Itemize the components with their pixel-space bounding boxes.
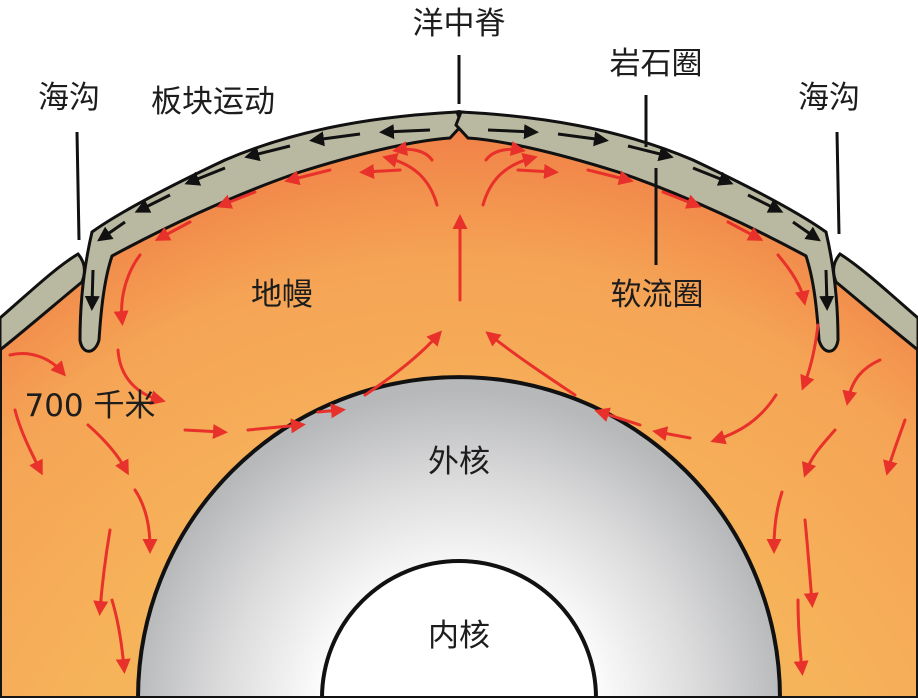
convection-arrow	[485, 331, 577, 397]
convection-arrow	[113, 253, 142, 326]
plate-arrow	[557, 131, 609, 147]
convection-arrow	[93, 528, 112, 616]
label-inner-core: 内核	[428, 618, 490, 654]
plate-arrow	[627, 144, 674, 162]
convection-arrow	[883, 418, 907, 476]
plate-arrow	[309, 131, 361, 147]
inner-core	[319, 559, 599, 698]
convection-arrow	[800, 323, 820, 391]
convection-arrow	[133, 488, 158, 554]
plate-arrow	[134, 193, 171, 213]
convection-arrow	[594, 407, 642, 427]
convection-arrow	[484, 141, 526, 162]
convection-arrow	[8, 352, 66, 377]
convection-arrow	[116, 348, 166, 406]
label-plate-motion: 板块运动	[151, 84, 275, 120]
convection-arrow	[710, 393, 778, 445]
convection-arrow	[586, 168, 634, 186]
plate-arrow	[244, 144, 291, 162]
plate-arrow	[792, 220, 821, 242]
plate-motion-arrows	[84, 124, 835, 311]
plate-arrow	[747, 193, 784, 213]
convection-arrow	[776, 253, 810, 306]
convection-arrow	[793, 598, 809, 676]
plate-arrow	[184, 166, 226, 186]
convection-arrow	[392, 141, 434, 162]
plate-arrow	[84, 269, 100, 311]
label-asthenosphere: 软流圈	[611, 277, 704, 313]
convection-arrow	[842, 358, 882, 406]
convection-arrow	[803, 518, 819, 608]
convection-arrow	[216, 190, 257, 209]
convection-arrow	[726, 220, 764, 241]
plate-arrow	[819, 269, 835, 311]
label-depth: 700 千米	[24, 388, 155, 424]
convection-arrow	[382, 153, 439, 207]
label-mantle: 地幔	[251, 277, 313, 313]
label-lithosphere: 岩石圈	[610, 46, 703, 82]
convection-arrow	[766, 490, 784, 554]
plate-arrow	[487, 124, 539, 140]
plate-arrow	[97, 220, 126, 242]
convection-arrow	[183, 424, 228, 440]
convection-arrows	[8, 141, 907, 676]
convection-arrow	[359, 163, 402, 179]
trench-left-pointer	[75, 131, 81, 241]
plate-arrow	[692, 166, 734, 186]
plate-arrow	[379, 124, 431, 140]
outer-core	[135, 375, 783, 698]
convection-arrow	[154, 220, 192, 241]
convection-arrow	[661, 190, 702, 209]
convection-arrow	[13, 408, 43, 476]
convection-arrow	[316, 403, 346, 419]
label-trench-right: 海沟	[798, 80, 860, 116]
convection-arrow	[363, 330, 443, 397]
convection-arrow	[652, 426, 692, 442]
convection-arrow	[481, 153, 538, 207]
convection-arrow	[801, 428, 837, 478]
trench-right-pointer	[835, 131, 841, 235]
convection-arrow	[516, 163, 559, 179]
label-outer-core: 外核	[428, 444, 490, 480]
label-ridge: 洋中脊	[413, 6, 506, 42]
convection-arrow	[284, 168, 332, 186]
pointer-lines	[75, 55, 841, 265]
convection-arrow	[246, 418, 306, 434]
label-trench-left: 海沟	[38, 80, 100, 116]
convection-arrow	[110, 598, 131, 674]
convection-arrow	[86, 423, 129, 476]
